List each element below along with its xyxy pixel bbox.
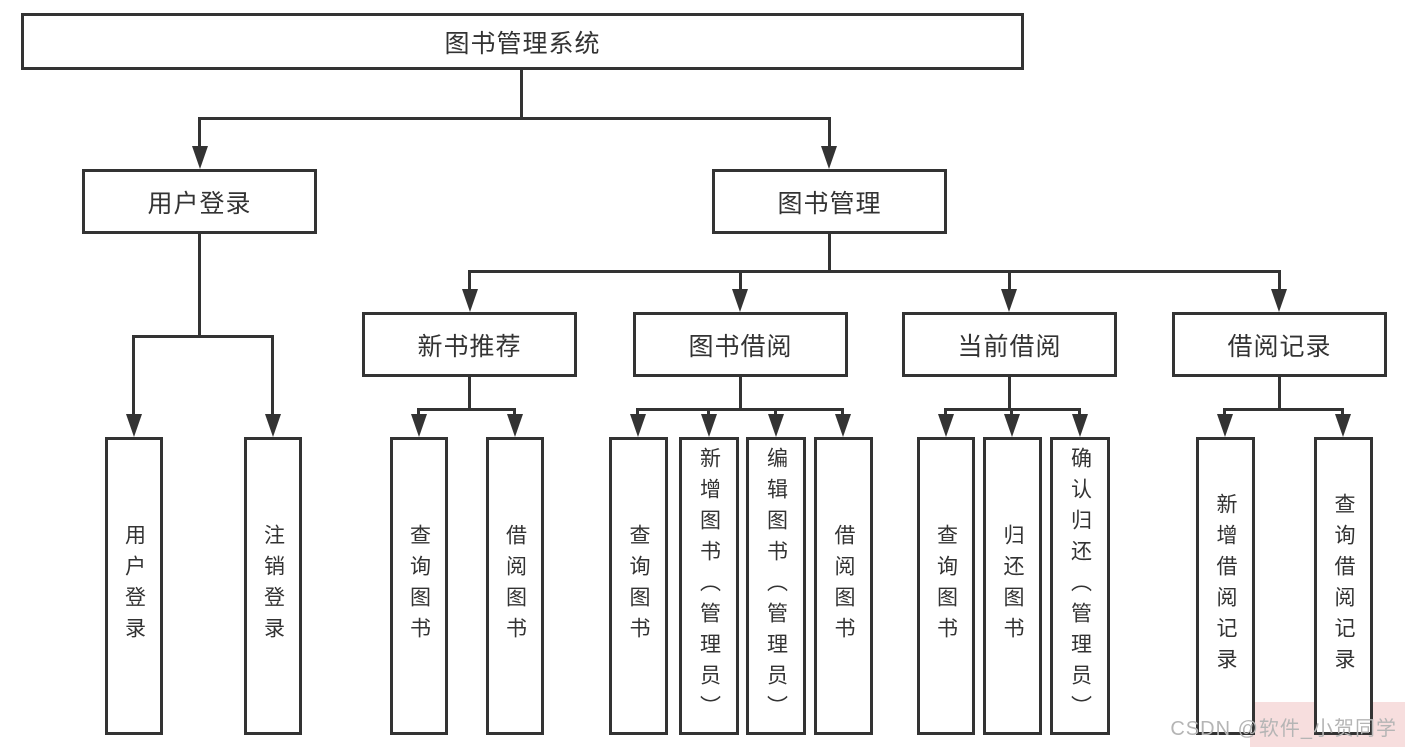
connector-line (468, 377, 471, 411)
arrow-down-icon (835, 414, 851, 437)
connector-line (1223, 408, 1344, 411)
leaf-edit-book-admin: 编辑图书（管理员） (746, 437, 806, 735)
node-user-login: 用户登录 (82, 169, 317, 234)
node-book-borrow: 图书借阅 (633, 312, 848, 377)
leaf-label: 借阅图书 (503, 524, 527, 648)
leaf-borrow-books-2: 借阅图书 (814, 437, 873, 735)
arrow-down-icon (1001, 289, 1017, 312)
connector-line (520, 70, 523, 118)
arrow-down-icon (126, 414, 142, 437)
arrow-down-icon (507, 414, 523, 437)
node-borrow-records: 借阅记录 (1172, 312, 1387, 377)
leaf-label: 注销登录 (261, 524, 285, 648)
connector-line (468, 270, 1281, 273)
arrow-down-icon (1335, 414, 1351, 437)
connector-line (132, 335, 135, 417)
arrow-down-icon (821, 146, 837, 169)
leaf-add-book-admin: 新增图书（管理员） (679, 437, 739, 735)
leaf-return-book: 归还图书 (983, 437, 1042, 735)
connector-line (1341, 408, 1344, 418)
node-root: 图书管理系统 (21, 13, 1024, 70)
connector-line (1078, 408, 1081, 418)
leaf-query-borrow-record: 查询借阅记录 (1314, 437, 1373, 735)
arrow-down-icon (701, 414, 717, 437)
connector-line (1278, 377, 1281, 411)
connector-line (417, 408, 516, 411)
leaf-label: 查询图书 (407, 524, 431, 648)
leaf-label: 编辑图书（管理员） (764, 446, 788, 726)
connector-line (417, 408, 420, 418)
connector-line (828, 117, 831, 150)
leaf-label: 用户登录 (122, 524, 146, 648)
node-current-borrow: 当前借阅 (902, 312, 1117, 377)
leaf-label: 新增借阅记录 (1214, 493, 1237, 679)
connector-line (198, 117, 831, 120)
leaf-user-login: 用户登录 (105, 437, 163, 735)
connector-line (1008, 377, 1011, 411)
arrow-down-icon (1004, 414, 1020, 437)
leaf-label: 新增图书（管理员） (697, 446, 721, 726)
arrow-down-icon (1217, 414, 1233, 437)
arrow-down-icon (1072, 414, 1088, 437)
arrow-down-icon (265, 414, 281, 437)
connector-line (1278, 270, 1281, 292)
leaf-confirm-return-admin: 确认归还（管理员） (1050, 437, 1110, 735)
leaf-query-books-2: 查询图书 (609, 437, 668, 735)
connector-line (739, 270, 742, 292)
connector-line (636, 408, 639, 418)
connector-line (636, 408, 844, 411)
leaf-label: 归还图书 (1001, 524, 1024, 648)
leaf-label: 借阅图书 (832, 524, 855, 648)
connector-line (198, 117, 201, 150)
arrow-down-icon (1271, 289, 1287, 312)
leaf-label: 查询借阅记录 (1332, 493, 1355, 679)
leaf-add-borrow-record: 新增借阅记录 (1196, 437, 1255, 735)
connector-line (1008, 270, 1011, 292)
node-new-book-recommend: 新书推荐 (362, 312, 577, 377)
connector-line (707, 408, 710, 418)
connector-line (739, 377, 742, 411)
node-book-management: 图书管理 (712, 169, 947, 234)
connector-line (1223, 408, 1226, 418)
connector-line (513, 408, 516, 418)
csdn-watermark: CSDN @软件_小贺同学 (1170, 718, 1397, 740)
arrow-down-icon (462, 289, 478, 312)
connector-line (828, 234, 831, 273)
leaf-query-books-1: 查询图书 (390, 437, 448, 735)
leaf-logout: 注销登录 (244, 437, 302, 735)
connector-line (468, 270, 471, 292)
arrow-down-icon (411, 414, 427, 437)
connector-line (774, 408, 777, 418)
leaf-label: 查询图书 (627, 524, 650, 648)
connector-line (271, 335, 274, 417)
connector-line (944, 408, 947, 418)
leaf-query-books-3: 查询图书 (917, 437, 975, 735)
connector-line (841, 408, 844, 418)
connector-line (1010, 408, 1013, 418)
leaf-label: 查询图书 (934, 524, 958, 648)
leaf-borrow-books-1: 借阅图书 (486, 437, 544, 735)
arrow-down-icon (630, 414, 646, 437)
arrow-down-icon (192, 146, 208, 169)
arrow-down-icon (732, 289, 748, 312)
arrow-down-icon (938, 414, 954, 437)
arrow-down-icon (768, 414, 784, 437)
connector-line (198, 234, 201, 338)
connector-line (132, 335, 274, 338)
leaf-label: 确认归还（管理员） (1068, 446, 1092, 726)
